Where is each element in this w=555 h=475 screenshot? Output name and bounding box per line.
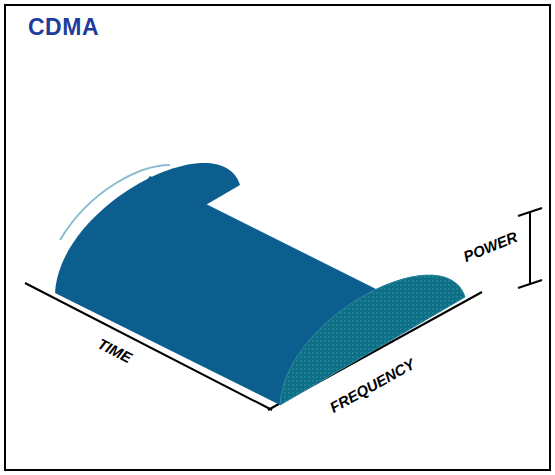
diagram-title: CDMA [28, 14, 99, 41]
time-axis-label: TIME [93, 333, 136, 366]
power-bracket [518, 208, 542, 288]
power-axis-label: POWER [459, 227, 522, 265]
